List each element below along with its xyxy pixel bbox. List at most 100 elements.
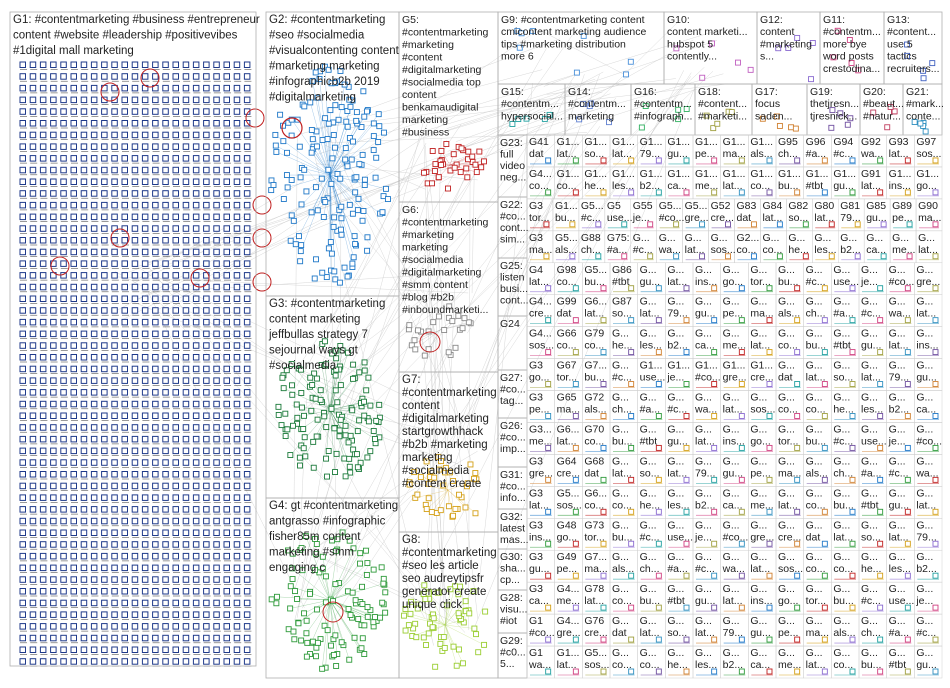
small-group-term: gu...	[750, 627, 770, 639]
node	[904, 668, 911, 675]
node	[152, 342, 159, 349]
small-group-label: G83	[737, 200, 757, 212]
node	[111, 471, 118, 478]
node	[341, 81, 348, 88]
small-group-term: lat...	[750, 563, 770, 575]
node	[101, 120, 108, 127]
node	[80, 131, 88, 139]
node	[131, 248, 139, 256]
group-label-line: G25:	[500, 260, 523, 272]
node	[572, 668, 579, 675]
node	[738, 349, 745, 356]
node	[60, 342, 67, 349]
node	[162, 120, 169, 127]
node	[172, 646, 179, 653]
node	[223, 412, 230, 419]
small-group-term: sos...	[916, 148, 941, 160]
small-group-label: G...	[889, 487, 906, 499]
small-group-term: lat...	[750, 340, 770, 352]
node	[50, 342, 57, 349]
node	[365, 418, 372, 425]
small-group-label: G...	[861, 296, 878, 308]
edge	[426, 164, 451, 173]
node	[162, 96, 169, 104]
node	[111, 412, 118, 419]
node	[628, 317, 635, 324]
node	[182, 646, 190, 653]
node	[545, 444, 552, 451]
node	[467, 461, 474, 468]
group-label-line: #contentm...	[634, 98, 692, 110]
node	[70, 517, 77, 525]
small-group-label: G...	[667, 423, 684, 435]
small-group-label: G...	[833, 615, 850, 627]
node	[131, 295, 139, 302]
node	[233, 389, 241, 396]
node	[172, 283, 179, 291]
node	[141, 435, 149, 443]
node	[80, 482, 88, 490]
node	[121, 564, 128, 572]
node	[655, 540, 662, 547]
node	[39, 166, 47, 174]
small-group-label: G1	[529, 615, 543, 627]
node	[39, 260, 47, 267]
node	[877, 508, 884, 515]
node	[337, 382, 344, 389]
node	[233, 424, 241, 431]
edge	[415, 489, 449, 499]
small-group-label: G89	[892, 200, 912, 212]
group-label-line: marketing	[402, 452, 453, 464]
node	[332, 102, 339, 109]
group-label-line: #contentmarketing	[402, 547, 497, 559]
node	[39, 213, 47, 221]
node	[141, 576, 149, 583]
group-label-line: G24	[500, 318, 520, 330]
self-loop	[252, 195, 272, 215]
small-group-term: lat...	[762, 212, 782, 224]
node	[182, 459, 190, 466]
small-group-term: ma...	[750, 308, 773, 320]
small-group-label: G...	[861, 328, 878, 340]
node	[809, 40, 816, 46]
small-group-term: gu...	[667, 435, 687, 447]
node	[60, 552, 67, 560]
small-group-term: me...	[892, 244, 915, 256]
small-group-label: G1...	[667, 360, 690, 372]
node	[101, 412, 108, 419]
group-label-line: #contentm...	[823, 26, 881, 38]
group-label-line: G13:	[887, 14, 910, 26]
small-group-term: lat...	[861, 180, 881, 192]
small-group-term: lat...	[529, 499, 549, 511]
group-label-g5: G5:#contentmarketing#marketing#content#d…	[402, 14, 489, 139]
small-group-term: go...	[750, 435, 770, 447]
node	[683, 157, 690, 164]
node	[39, 365, 47, 373]
small-group-term: lat...	[723, 404, 743, 416]
node	[429, 180, 435, 187]
node	[192, 166, 200, 174]
node	[203, 506, 210, 513]
node	[182, 365, 190, 373]
node	[70, 435, 77, 443]
node	[80, 201, 88, 209]
node	[131, 529, 139, 536]
node	[39, 576, 47, 583]
node	[162, 517, 169, 525]
group-label-line: #mark...	[906, 98, 944, 110]
node	[628, 572, 635, 579]
node	[162, 178, 169, 185]
node	[182, 471, 190, 478]
group-label-line: video	[500, 160, 525, 172]
node	[101, 108, 108, 115]
group-label-line: #marketing	[402, 229, 454, 241]
node	[324, 473, 330, 480]
node	[361, 367, 368, 374]
node	[364, 560, 371, 567]
node	[243, 634, 251, 642]
node	[192, 178, 200, 185]
node	[223, 283, 230, 291]
node	[543, 221, 550, 228]
node	[213, 120, 220, 127]
